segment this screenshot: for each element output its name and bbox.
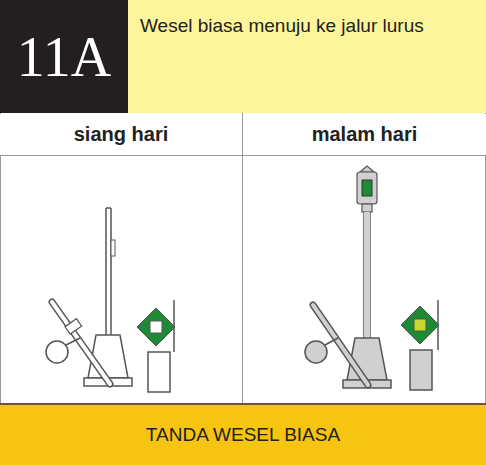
title-box: Wesel biasa menuju ke jalur lurus <box>128 0 486 113</box>
switch-stand-day <box>46 208 132 386</box>
caption-band: TANDA WESEL BIASA <box>0 403 486 465</box>
switch-target-night <box>401 300 439 390</box>
switch-target-day <box>137 300 175 392</box>
column-header-text: malam hari <box>312 122 418 147</box>
number-box-text: 11A <box>17 22 111 92</box>
title-box-text: Wesel biasa menuju ke jalur lurus <box>140 14 424 38</box>
switch-stand-night <box>305 166 391 388</box>
column-header: malam hari <box>243 114 486 155</box>
number-box: 11A <box>0 0 128 113</box>
column-header-text: siang hari <box>74 122 168 147</box>
column-header: siang hari <box>0 114 242 155</box>
caption-band-text: TANDA WESEL BIASA <box>146 423 340 447</box>
